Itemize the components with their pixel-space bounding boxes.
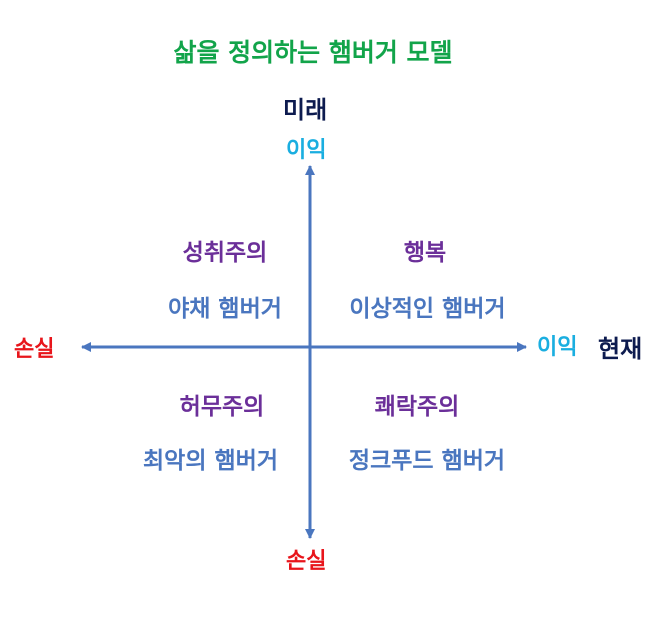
quadrant-bottom-left-subtitle: 최악의 햄버거 (143, 448, 278, 474)
quadrant-top-right-title: 행복 (403, 240, 447, 266)
quadrant-top-left-title: 성취주의 (182, 240, 268, 266)
quadrant-bottom-left-title: 허무주의 (179, 394, 265, 420)
quadrant-top-right-subtitle: 이상적인 햄버거 (349, 296, 506, 322)
horizontal-axis-gain-label: 이익 (537, 335, 578, 360)
vertical-axis-gain-label: 이익 (286, 138, 327, 163)
vertical-axis-name: 미래 (283, 96, 328, 124)
quadrant-bottom-right-title: 쾌락주의 (374, 394, 460, 420)
vertical-axis-loss-label: 손실 (286, 549, 327, 574)
quadrant-bottom-right-subtitle: 정크푸드 햄버거 (348, 448, 506, 474)
horizontal-axis-loss-label: 손실 (14, 337, 55, 362)
diagram-title: 삶을 정의하는 햄버거 모델 (173, 38, 453, 67)
quadrant-top-left-subtitle: 야채 햄버거 (168, 296, 282, 322)
horizontal-axis-name: 현재 (598, 335, 643, 363)
